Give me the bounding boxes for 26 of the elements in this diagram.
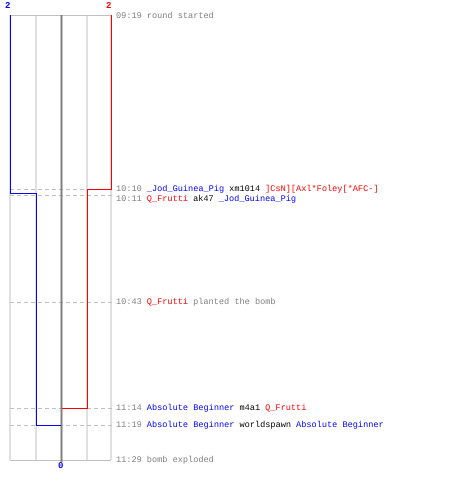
player-name: Q_Frutti (146, 194, 188, 204)
event-time: 10:10 (116, 184, 142, 194)
weapon-name: worldspawn (239, 420, 292, 430)
player-name: Absolute Beginner (146, 420, 234, 430)
player-name: Absolute Beginner (146, 403, 234, 413)
player-name: _Jod_Guinea_Pig (218, 194, 296, 204)
event-message: planted the bomb (193, 297, 276, 307)
event-message: bomb exploded (146, 455, 214, 465)
player-name: _Jod_Guinea_Pig (146, 184, 224, 194)
player-name: Absolute Beginner (296, 420, 384, 430)
event-message: round started (146, 11, 214, 21)
event-time: 10:43 (116, 297, 142, 307)
weapon-name: ak47 (193, 194, 214, 204)
player-name: Q_Frutti (265, 403, 306, 413)
weapon-name: xm1014 (229, 184, 260, 194)
player-count: 2 (106, 1, 112, 11)
player-name: ]CsN][Axl*Foley[*AFC-] (265, 184, 379, 194)
player-count: 0 (58, 461, 64, 471)
event-time: 11:29 (116, 455, 142, 465)
weapon-name: m4a1 (239, 403, 260, 413)
event-time: 09:19 (116, 11, 142, 21)
player-name: Q_Frutti (146, 297, 188, 307)
event-time: 11:19 (116, 420, 142, 430)
event-time: 10:11 (116, 194, 142, 204)
event-time: 11:14 (116, 403, 142, 413)
player-count: 2 (5, 1, 10, 11)
